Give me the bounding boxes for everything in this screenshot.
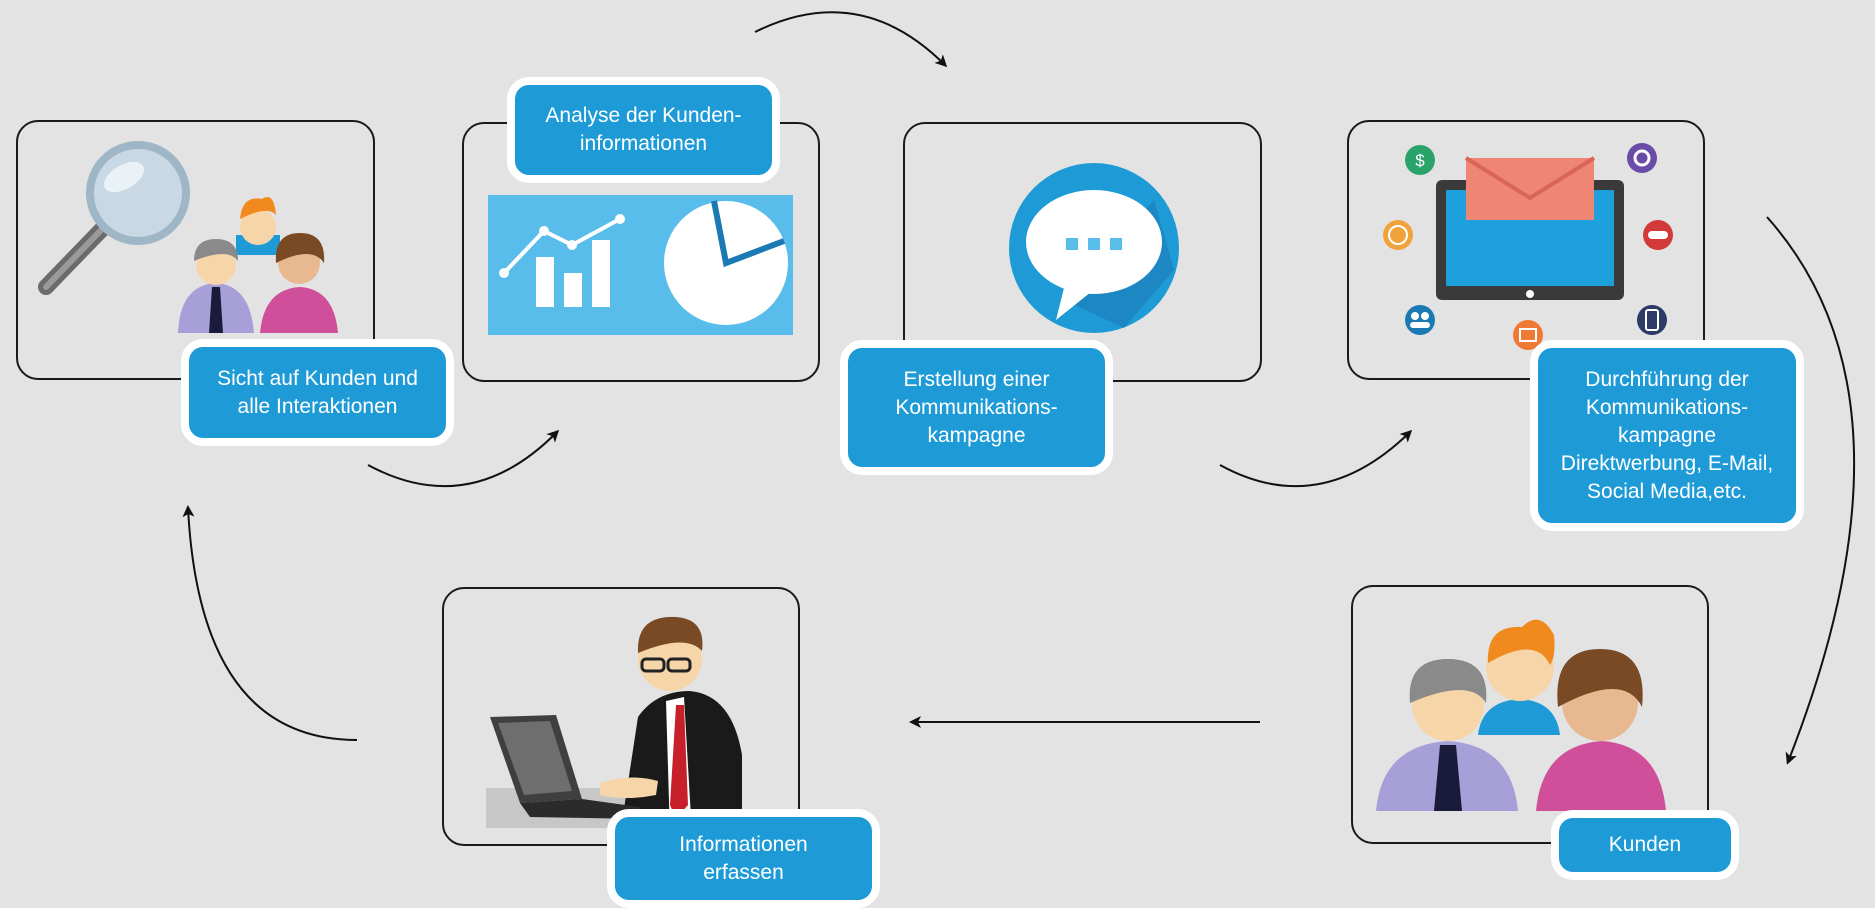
pie-chart-icon bbox=[664, 200, 788, 325]
create-illustration bbox=[1009, 163, 1179, 333]
people-icon bbox=[178, 197, 338, 333]
speech-bubble-icon bbox=[1009, 163, 1179, 333]
laptop-icon bbox=[490, 715, 640, 819]
execute-illustration: $ bbox=[1383, 143, 1673, 350]
chat-icon bbox=[1643, 220, 1673, 250]
arrow-execute-to-customers bbox=[1766, 216, 1856, 765]
collect-illustration bbox=[486, 616, 742, 835]
envelope-icon bbox=[1464, 156, 1596, 220]
view-illustration bbox=[38, 141, 338, 333]
step-label-execute: Durchführung der Kommunikations- kampagn… bbox=[1530, 340, 1804, 531]
step-label-customers: Kunden bbox=[1551, 810, 1739, 880]
people-icon bbox=[1376, 619, 1666, 811]
customers-illustration bbox=[1376, 619, 1666, 811]
magnifier-icon bbox=[38, 141, 190, 295]
arrow-collect-to-view bbox=[182, 505, 358, 741]
svg-text:$: $ bbox=[1415, 151, 1425, 170]
line-chart-icon bbox=[499, 214, 625, 307]
businessman-icon bbox=[600, 616, 742, 835]
mail-icon bbox=[1513, 320, 1543, 350]
step-label-collect: Informationen erfassen bbox=[607, 809, 880, 908]
arrow-top bbox=[754, 11, 948, 68]
step-label-view: Sicht auf Kunden und alle Interaktionen bbox=[181, 339, 454, 446]
dollar-icon bbox=[1383, 220, 1413, 250]
arrow-create-to-execute bbox=[1219, 429, 1413, 488]
phone-icon bbox=[1637, 305, 1667, 335]
gear-icon bbox=[1627, 143, 1657, 173]
dollar-icon: $ bbox=[1405, 145, 1435, 175]
group-icon bbox=[1405, 305, 1435, 335]
step-label-analyze: Analyse der Kunden- informationen bbox=[507, 77, 780, 183]
step-label-create: Erstellung einer Kommunikations- kampagn… bbox=[840, 340, 1113, 475]
analyze-illustration bbox=[488, 195, 793, 335]
arrow-view-to-analyze bbox=[367, 429, 560, 488]
